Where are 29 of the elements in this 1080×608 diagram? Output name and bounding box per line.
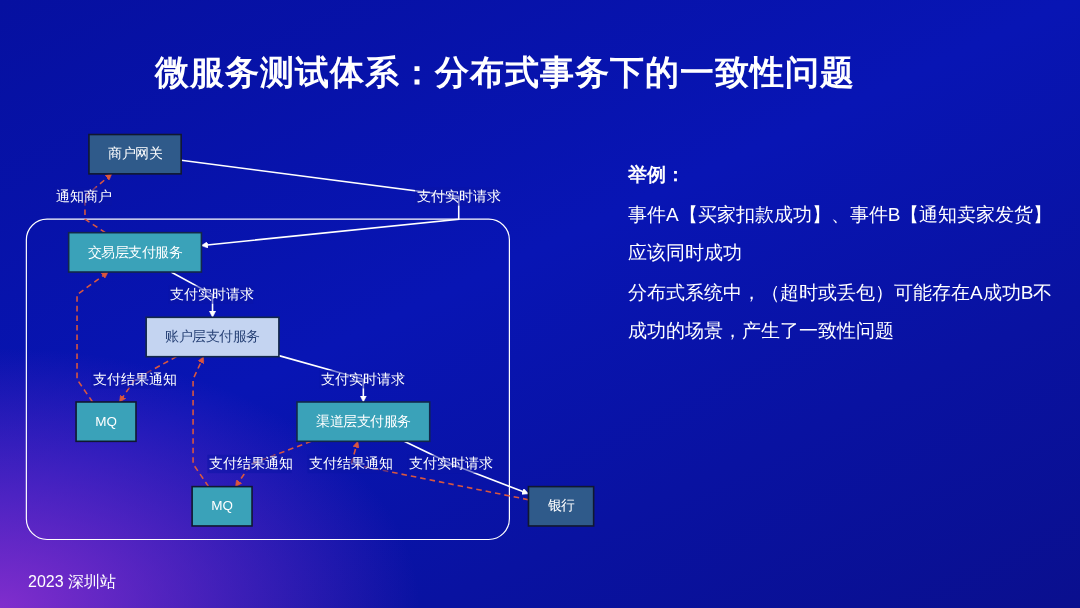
arrow <box>192 356 210 488</box>
arrow <box>170 271 217 318</box>
node-box: 账户层支付服务 <box>145 316 280 358</box>
arrow <box>76 271 109 403</box>
paragraph: 分布式系统中，（超时或丢包）可能存在A成功B不成功的场景，产生了一致性问题 <box>628 281 1053 343</box>
node-box: 商户网关 <box>88 133 182 175</box>
arrow <box>235 440 312 487</box>
edge-label: 支付结果通知 <box>309 456 394 472</box>
arrow <box>278 354 367 403</box>
arrow <box>84 173 113 234</box>
footer-text: 2023 深圳站 <box>28 572 117 592</box>
node-box: MQ <box>75 401 137 443</box>
cluster <box>25 218 510 541</box>
node-box: MQ <box>191 485 253 527</box>
node-box: 渠道层支付服务 <box>296 401 431 443</box>
edge-label: 支付实时请求 <box>409 456 494 472</box>
slide-title: 微服务测试体系：分布式事务下的一致性问题 <box>153 52 856 93</box>
section-heading: 举例： <box>628 163 686 187</box>
paragraph: 事件A【买家扣款成功】、事件B【通知卖家发货】应该同时成功 <box>628 203 1053 265</box>
edge-label: 支付实时请求 <box>170 287 255 303</box>
edge-label: 通知商户 <box>56 188 113 204</box>
arrow <box>403 440 529 495</box>
edge-label: 支付实时请求 <box>321 371 406 387</box>
arrow <box>119 355 178 403</box>
node-box: 交易层支付服务 <box>67 231 203 273</box>
edge-label: 支付结果通知 <box>208 456 293 472</box>
node-box: 银行 <box>527 485 595 527</box>
edge-label: 支付结果通知 <box>92 371 177 387</box>
edge-label: 支付实时请求 <box>416 188 501 204</box>
